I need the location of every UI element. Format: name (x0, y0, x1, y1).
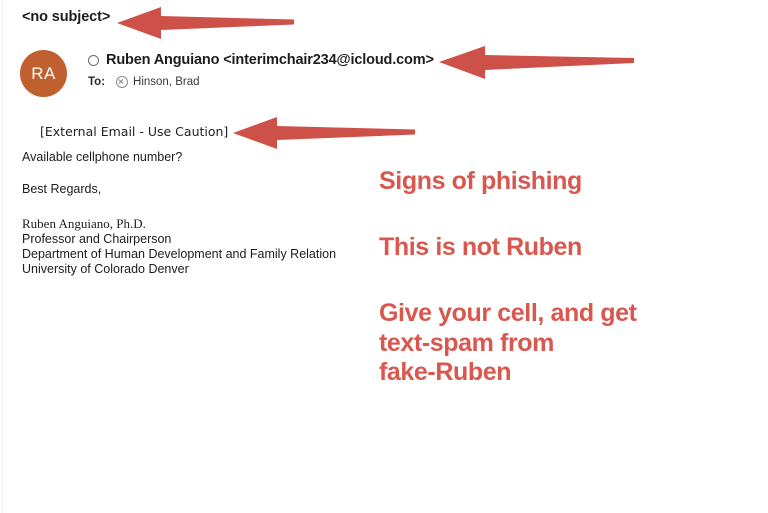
avatar: RA (20, 50, 67, 97)
arrow-to-sender-address (439, 46, 634, 79)
arrow-to-subject (117, 7, 294, 39)
body-question: Available cellphone number? (22, 150, 183, 164)
arrow-to-external-banner (233, 117, 415, 149)
recipient-row: To: Hinson, Brad (88, 76, 200, 88)
email-subject: <no subject> (22, 9, 111, 25)
circled-x-icon[interactable] (116, 76, 129, 88)
signature-department: Department of Human Development and Fami… (22, 247, 337, 261)
to-label: To: (88, 76, 106, 88)
sender-name-and-address[interactable]: Ruben Anguiano <interimchair234@icloud.c… (106, 52, 434, 68)
annotation-text-spam-warning: Give your cell, and get text-spam from f… (379, 299, 637, 386)
circle-outline-icon[interactable] (88, 54, 99, 66)
body-closing: Best Regards, (22, 182, 102, 196)
signature-institution: University of Colorado Denver (22, 262, 189, 276)
annotation-signs-of-phishing: Signs of phishing (379, 167, 582, 195)
signature-name: Ruben Anguiano, Ph.D. (22, 216, 146, 231)
annotation-not-ruben: This is not Ruben (379, 233, 582, 261)
sender-row[interactable]: Ruben Anguiano <interimchair234@icloud.c… (88, 52, 434, 68)
signature-title: Professor and Chairperson (22, 232, 172, 246)
external-email-warning-banner: [External Email - Use Caution] (40, 124, 229, 139)
recipient-name[interactable]: Hinson, Brad (133, 76, 200, 88)
pane-left-divider (2, 0, 3, 513)
